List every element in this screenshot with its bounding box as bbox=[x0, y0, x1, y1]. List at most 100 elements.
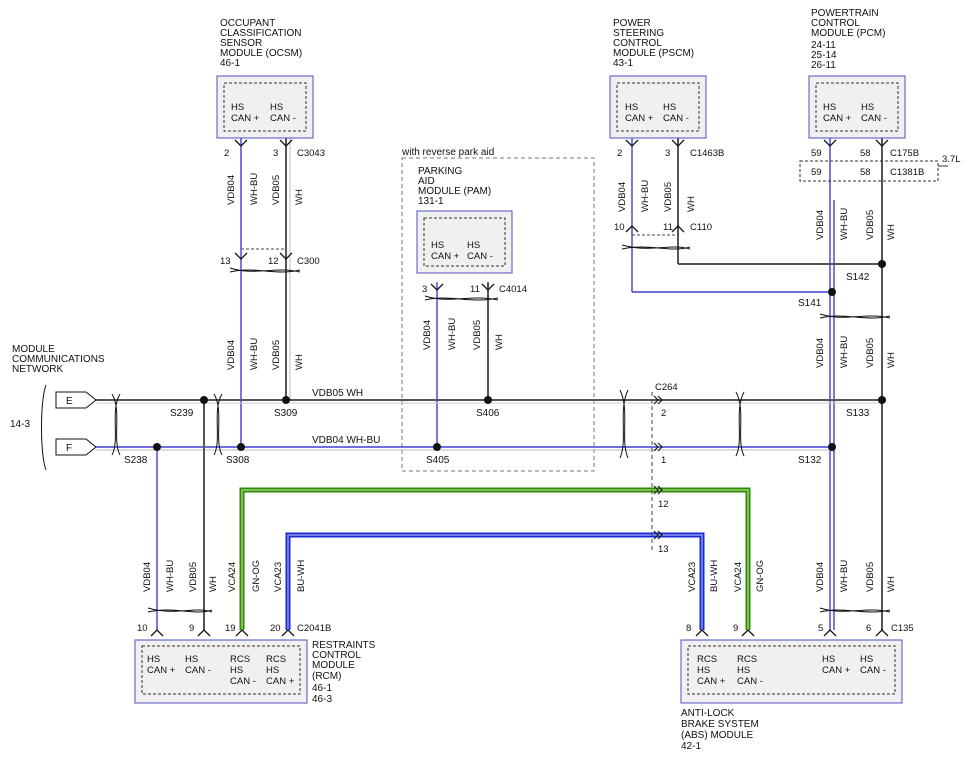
rcm-connector-outline bbox=[141, 645, 301, 695]
abs-pin1-l2: HS bbox=[697, 665, 710, 676]
pscm-pin1-l2: CAN + bbox=[625, 113, 654, 124]
abs-wire-vdb05: VDB05 bbox=[865, 562, 876, 592]
abs-pin4-l1: HS bbox=[860, 654, 873, 665]
ocsm-lower-wire-wh: WH bbox=[294, 354, 305, 370]
pscm-wire-wh: WH bbox=[686, 196, 697, 212]
ocsm-title-5: 46-1 bbox=[220, 58, 240, 69]
ocsm-pin1-l1: HS bbox=[231, 102, 244, 113]
abs-connector-c135: C135 bbox=[891, 623, 914, 634]
pscm-wire-vdb04: VDB04 bbox=[617, 182, 628, 212]
splice-s133: S133 bbox=[846, 408, 870, 419]
pcm-title-1: POWERTRAIN bbox=[811, 8, 879, 19]
ocsm-title-1: OCCUPANT bbox=[220, 18, 275, 29]
pscm-title-4: MODULE (PSCM) bbox=[613, 48, 694, 59]
ocsm-title-3: SENSOR bbox=[220, 38, 262, 49]
pcm-wire-wh-bu: WH-BU bbox=[839, 208, 850, 240]
rcm-pin1-l2: CAN + bbox=[147, 665, 176, 676]
c264-pin-2: 2 bbox=[661, 408, 666, 419]
abs-module-box bbox=[680, 639, 903, 704]
rcm-pin-num-9: 9 bbox=[189, 623, 194, 634]
pscm-title-1: POWER bbox=[613, 18, 651, 29]
pcm-title-5: 25-14 bbox=[811, 50, 837, 61]
rcm-wire-gn-og: GN-OG bbox=[251, 560, 262, 592]
abs-pin3-l1: HS bbox=[822, 654, 835, 665]
abs-pin1-l1: RCS bbox=[697, 654, 717, 665]
c264-pin-12: 12 bbox=[658, 499, 669, 510]
pcm-alt-note: 3.7L bbox=[942, 154, 961, 165]
splice-s238: S238 bbox=[124, 455, 148, 466]
pcm-connector-c175b: C175B bbox=[890, 148, 919, 159]
rcm-pin-num-20: 20 bbox=[270, 623, 281, 634]
c264-arrow-marks bbox=[653, 395, 663, 540]
pscm-title-5: 43-1 bbox=[613, 58, 633, 69]
pscm-title-3: CONTROL bbox=[613, 38, 662, 49]
pscm-wire-vdb05: VDB05 bbox=[663, 182, 674, 212]
rcm-pin-num-19: 19 bbox=[225, 623, 236, 634]
c110-label: C110 bbox=[690, 222, 712, 233]
rcm-wire-vdb05: VDB05 bbox=[188, 562, 199, 592]
abs-pin2-l3: CAN - bbox=[737, 676, 763, 687]
abs-pin3-l2: CAN + bbox=[822, 665, 851, 676]
network-title-3: NETWORK bbox=[12, 364, 63, 375]
abs-connector-outline bbox=[687, 645, 896, 695]
pscm-connector-c1463b: C1463B bbox=[690, 148, 724, 159]
pcm-title-6: 26-11 bbox=[811, 60, 836, 71]
pscm-wires bbox=[631, 138, 882, 293]
rcm-pin3-l3: CAN - bbox=[230, 676, 256, 687]
pam-pin1-l2: CAN + bbox=[431, 251, 460, 262]
rcm-pin2-l2: CAN - bbox=[185, 665, 211, 676]
rcs-private-can bbox=[239, 487, 751, 630]
abs-pin2-l2: HS bbox=[737, 665, 750, 676]
abs-title-1: ANTI-LOCK bbox=[681, 708, 735, 719]
pcm-mid-wire-vdb05: VDB05 bbox=[865, 338, 876, 368]
ocsm-wire-wh: WH bbox=[294, 189, 305, 205]
pam-option-label: with reverse park aid bbox=[401, 147, 494, 158]
rcm-connector-c2041b: C2041B bbox=[297, 623, 331, 634]
splice-s132: S132 bbox=[798, 455, 822, 466]
pcm-pin-num-58: 58 bbox=[860, 148, 871, 159]
ocsm-connector-c3043: C3043 bbox=[297, 148, 325, 159]
c110-pin-10: 10 bbox=[614, 222, 625, 233]
pscm-pin-num-2: 2 bbox=[617, 148, 622, 159]
abs-pin-num-6: 6 bbox=[866, 623, 871, 634]
pcm-wire-vdb05: VDB05 bbox=[865, 210, 876, 240]
pscm-pin-num-3: 3 bbox=[665, 148, 670, 159]
ocsm-pin-num-2: 2 bbox=[224, 148, 229, 159]
rcm-pin-num-10: 10 bbox=[137, 623, 148, 634]
pam-connector-c4014: C4014 bbox=[499, 284, 527, 295]
rcm-wire-wh: WH bbox=[208, 576, 219, 592]
pcm-pin1-l1: HS bbox=[823, 102, 836, 113]
rcm-pin2-l1: HS bbox=[185, 654, 198, 665]
pcm-mid-wire-vdb04: VDB04 bbox=[815, 338, 826, 368]
abs-pin2-l1: RCS bbox=[737, 654, 757, 665]
network-title-2: COMMUNICATIONS bbox=[12, 354, 105, 365]
pcm-title-2: CONTROL bbox=[811, 18, 860, 29]
network-brace bbox=[41, 384, 47, 471]
splice-s405: S405 bbox=[426, 455, 450, 466]
ocsm-lower-wire-wh-bu: WH-BU bbox=[249, 338, 260, 370]
twisted-pair-marks bbox=[111, 244, 891, 613]
rcm-title-6: 46-3 bbox=[312, 694, 332, 705]
abs-title-3: (ABS) MODULE bbox=[681, 730, 754, 741]
c300-label: C300 bbox=[297, 256, 320, 267]
abs-pin-num-5: 5 bbox=[818, 623, 823, 634]
ocsm-title-4: MODULE (OCSM) bbox=[220, 48, 302, 59]
bus-f-letter: F bbox=[66, 443, 72, 454]
abs-wire-wh: WH bbox=[886, 576, 897, 592]
pcm-mid-wire-wh: WH bbox=[886, 352, 897, 368]
rcm-wire-vdb04: VDB04 bbox=[142, 562, 153, 592]
ocsm-pin2-l2: CAN - bbox=[270, 113, 296, 124]
pam-pin-num-3: 3 bbox=[422, 284, 427, 295]
pam-pin2-l2: CAN - bbox=[467, 251, 493, 262]
pam-wire-wh: WH bbox=[494, 334, 505, 350]
abs-pin4-l2: CAN - bbox=[860, 665, 886, 676]
c110-pin-11: 11 bbox=[663, 222, 673, 233]
rcm-pin4-l2: HS bbox=[266, 665, 279, 676]
bus-e-flag bbox=[55, 391, 97, 409]
splice-s239: S239 bbox=[170, 408, 194, 419]
rcm-pin3-l1: RCS bbox=[230, 654, 250, 665]
rcm-title-1: RESTRAINTS bbox=[312, 640, 376, 651]
bus-f-flag bbox=[55, 438, 97, 456]
rcm-module-box bbox=[134, 639, 308, 704]
rcm-wire-bu-wh: BU-WH bbox=[296, 560, 307, 592]
